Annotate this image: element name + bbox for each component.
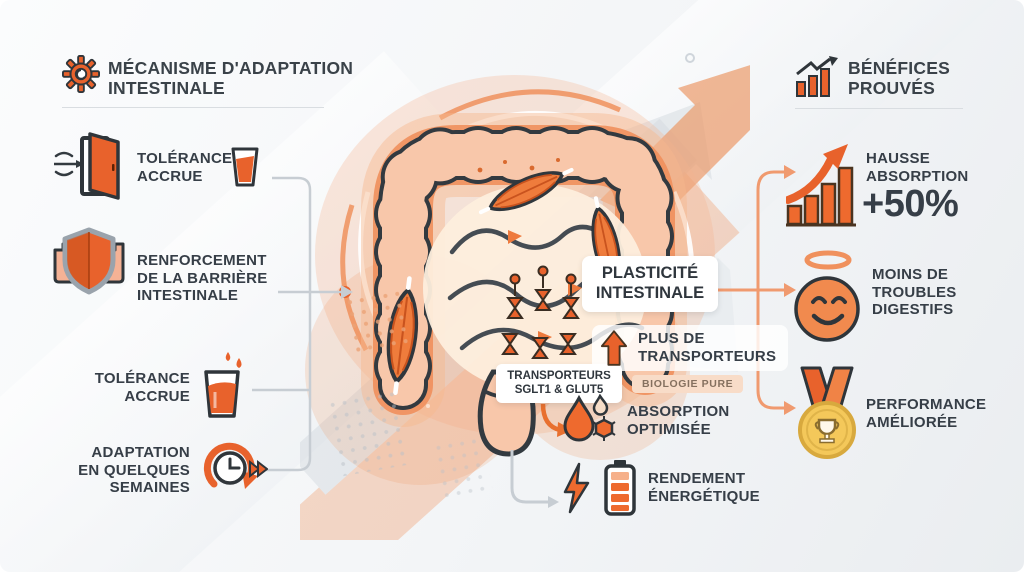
left-header-title: MÉCANISME D'ADAPTATION INTESTINALE bbox=[108, 58, 354, 99]
right-header-title: BÉNÉFICES PROUVÉS bbox=[848, 58, 950, 99]
plus-transporteurs-label: PLUS DE TRANSPORTEURS bbox=[638, 330, 777, 365]
battery-icon bbox=[604, 460, 636, 516]
hausse-absorption-label: HAUSSE ABSORPTION bbox=[866, 150, 969, 185]
left-connector bbox=[252, 176, 353, 472]
plasticite-label: PLASTICITÉ INTESTINALE bbox=[582, 256, 718, 312]
performance-label: PERFORMANCE AMÉLIORÉE bbox=[866, 396, 987, 431]
divider bbox=[795, 108, 963, 109]
divider bbox=[62, 107, 324, 108]
item-barriere-label: RENFORCEMENT DE LA BARRIÈRE INTESTINALE bbox=[137, 252, 268, 305]
shield-icon bbox=[53, 227, 125, 295]
muscle-top bbox=[478, 167, 574, 215]
clock-forward-icon bbox=[203, 442, 268, 489]
biologie-pure-badge: BIOLOGIE PURE bbox=[632, 375, 744, 393]
item-tolerance-1-label: TOLÉRANCE ACCRUE bbox=[137, 150, 233, 185]
growth-trend-icon bbox=[796, 56, 838, 97]
dots-pattern-gray bbox=[431, 433, 493, 499]
energy-callout: RENDEMENT ÉNERGÉTIQUE bbox=[560, 458, 760, 518]
connector-absorption bbox=[540, 403, 561, 433]
juice-glass-icon bbox=[204, 352, 242, 418]
up-arrow-icon bbox=[600, 330, 628, 366]
medal-icon bbox=[798, 366, 856, 459]
troubles-digestifs-label: MOINS DE TROUBLES DIGESTIFS bbox=[872, 266, 957, 319]
happy-face-halo-icon bbox=[794, 250, 860, 342]
absorption-label: ABSORPTION OPTIMISÉE bbox=[627, 403, 730, 438]
plus-transporteurs-callout: PLUS DE TRANSPORTEURS bbox=[592, 325, 789, 371]
glass-icon bbox=[231, 147, 259, 187]
transporter-proteins bbox=[501, 265, 580, 359]
hausse-absorption-value: +50% bbox=[862, 183, 959, 225]
connector-energy bbox=[510, 450, 548, 504]
growth-bars-icon bbox=[786, 144, 856, 227]
energy-label: RENDEMENT ÉNERGÉTIQUE bbox=[648, 470, 760, 505]
colon bbox=[361, 113, 687, 427]
item-adaptation-label: ADAPTATION EN QUELQUES SEMAINES bbox=[78, 444, 190, 497]
gear-icon bbox=[62, 55, 100, 93]
door-icon bbox=[54, 132, 120, 200]
item-tolerance-2-label: TOLÉRANCE ACCRUE bbox=[94, 370, 190, 405]
absorption-callout: ABSORPTION OPTIMISÉE bbox=[560, 394, 730, 448]
lightning-icon bbox=[563, 462, 590, 514]
droplets-icon bbox=[563, 394, 616, 442]
